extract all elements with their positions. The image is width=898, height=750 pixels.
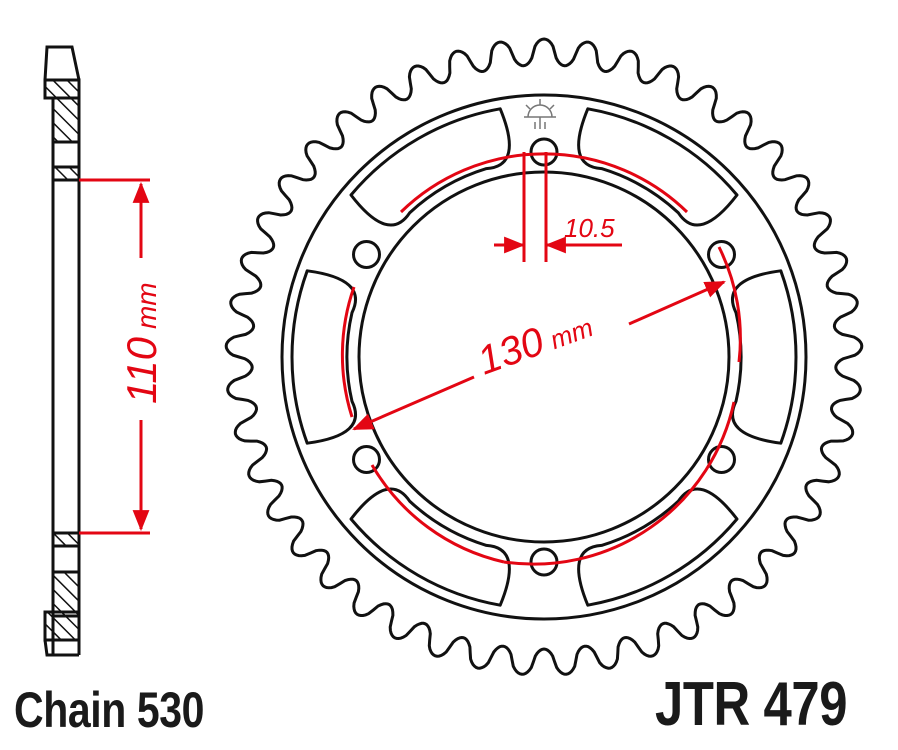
chain-size-label: Chain 530 bbox=[14, 682, 205, 738]
bolt-circle-arcs bbox=[340, 152, 742, 566]
cutout-slot bbox=[730, 269, 798, 445]
sprocket-front-view: 130mm 10.5 bbox=[224, 37, 864, 676]
bolt-hole bbox=[529, 137, 559, 167]
cutout-slot bbox=[577, 107, 739, 227]
bolt-hole bbox=[352, 240, 381, 269]
center-bore bbox=[357, 170, 731, 544]
bolt-hole-dimension-label: 10.5 bbox=[564, 213, 615, 243]
height-dimension-label: 110mm bbox=[118, 282, 165, 404]
cutout-slot bbox=[290, 269, 358, 445]
manufacturer-mark-icon bbox=[524, 99, 556, 129]
rim-outer-ring bbox=[280, 93, 808, 621]
bolt-circle-dimension bbox=[352, 280, 726, 431]
cutout-slot bbox=[577, 487, 739, 607]
bolt-hole-dimension bbox=[494, 152, 622, 262]
sprocket-teeth-outline bbox=[224, 37, 864, 676]
height-dimension bbox=[79, 178, 150, 535]
bolt-holes bbox=[352, 137, 736, 577]
bolt-circle-dimension-label: 130mm bbox=[472, 302, 598, 384]
cutout-slot bbox=[349, 107, 511, 227]
part-number-label: JTR 479 bbox=[655, 670, 848, 739]
side-profile-view bbox=[43, 45, 81, 657]
cutout-slot bbox=[349, 487, 511, 607]
